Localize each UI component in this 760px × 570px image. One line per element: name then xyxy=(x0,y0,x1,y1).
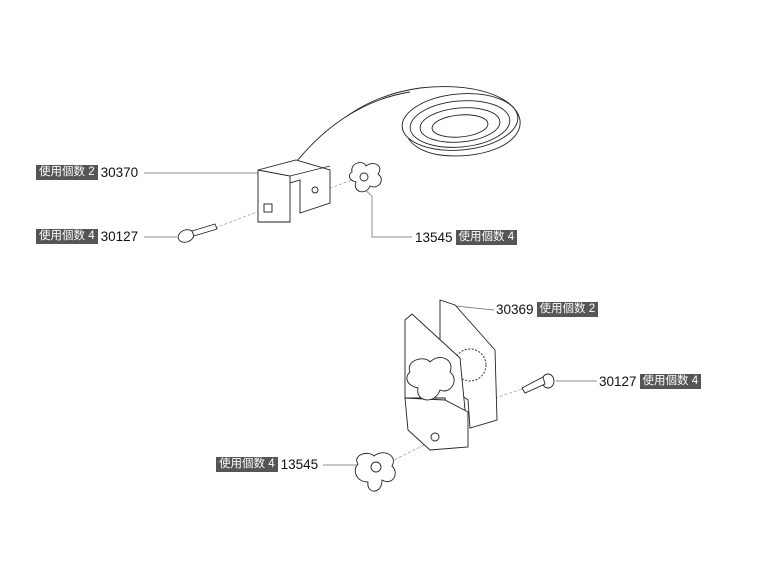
part-number: 13545 xyxy=(415,230,453,245)
callout-13545-top: 13545 使用個数 4 xyxy=(415,230,518,245)
callout-30127-top: 使用個数 4 30127 xyxy=(36,229,138,244)
part-number: 30370 xyxy=(100,165,139,180)
part-number: 13545 xyxy=(280,457,319,472)
bolt-top xyxy=(177,223,218,243)
callout-30370: 使用個数 2 30370 xyxy=(36,165,138,180)
assembly-lines xyxy=(214,179,526,463)
leader-lines xyxy=(144,172,597,466)
quantity-badge: 使用個数 2 xyxy=(536,302,599,317)
strap-roll xyxy=(289,86,521,171)
callout-30369: 30369 使用個数 2 xyxy=(496,302,599,317)
quantity-badge: 使用個数 4 xyxy=(639,374,702,389)
quantity-badge: 使用個数 4 xyxy=(216,457,278,472)
part-number: 30127 xyxy=(100,229,139,244)
winch xyxy=(404,299,498,451)
part-number: 30127 xyxy=(599,374,637,389)
bolt-right xyxy=(521,373,555,394)
quantity-badge: 使用個数 2 xyxy=(36,165,98,180)
knob-bottom xyxy=(354,452,396,492)
quantity-badge: 使用個数 4 xyxy=(455,230,518,245)
bracket xyxy=(257,159,331,223)
quantity-badge: 使用個数 4 xyxy=(36,229,98,244)
callout-30127-right: 30127 使用個数 4 xyxy=(599,374,702,389)
knob-top xyxy=(348,162,382,193)
part-number: 30369 xyxy=(496,302,534,317)
callout-13545-bottom: 使用個数 4 13545 xyxy=(216,457,318,472)
